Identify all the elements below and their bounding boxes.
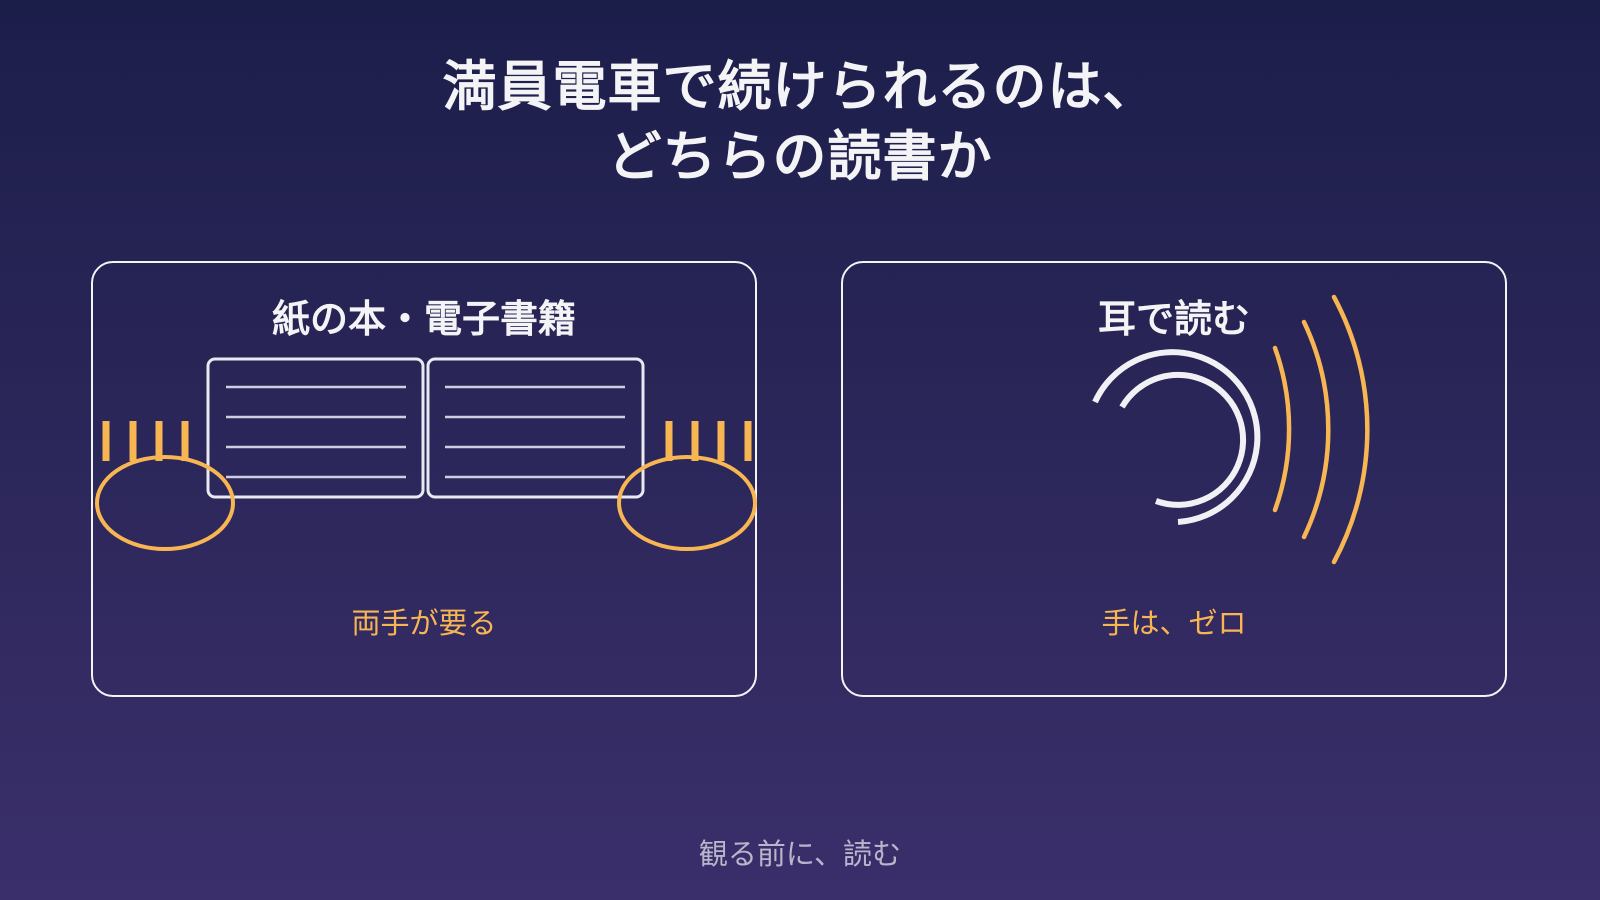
open-book-icon bbox=[206, 357, 645, 499]
right-hand-icon bbox=[617, 421, 757, 551]
slide-title-line-1: 満員電車で続けられるのは、 bbox=[442, 55, 1158, 118]
panel-audiobook: 耳で読む 手は、ゼロ bbox=[841, 261, 1507, 697]
slide-title: 満員電車で続けられるのは、 どちらの読書か bbox=[0, 52, 1600, 192]
sound-waves-icon bbox=[1272, 294, 1370, 565]
book-left-page bbox=[206, 357, 425, 499]
panel-paper-ebook: 紙の本・電子書籍 両 bbox=[91, 261, 757, 697]
ear-icon bbox=[1092, 349, 1261, 525]
panel-paper-ebook-heading: 紙の本・電子書籍 bbox=[271, 297, 576, 341]
book-right-page bbox=[426, 357, 645, 499]
ear-sound-illustration bbox=[1092, 294, 1370, 565]
panel-audiobook-caption: 手は、ゼロ bbox=[1101, 606, 1247, 640]
panel-paper-ebook-caption: 両手が要る bbox=[351, 606, 497, 640]
book-hands-illustration bbox=[95, 357, 757, 551]
footer-tagline: 観る前に、読む bbox=[698, 837, 902, 871]
slide-title-line-2: どちらの読書か bbox=[607, 125, 993, 188]
book-text-lines bbox=[226, 385, 625, 479]
panel-audiobook-heading: 耳で読む bbox=[1097, 297, 1250, 341]
left-hand-icon bbox=[95, 421, 235, 551]
